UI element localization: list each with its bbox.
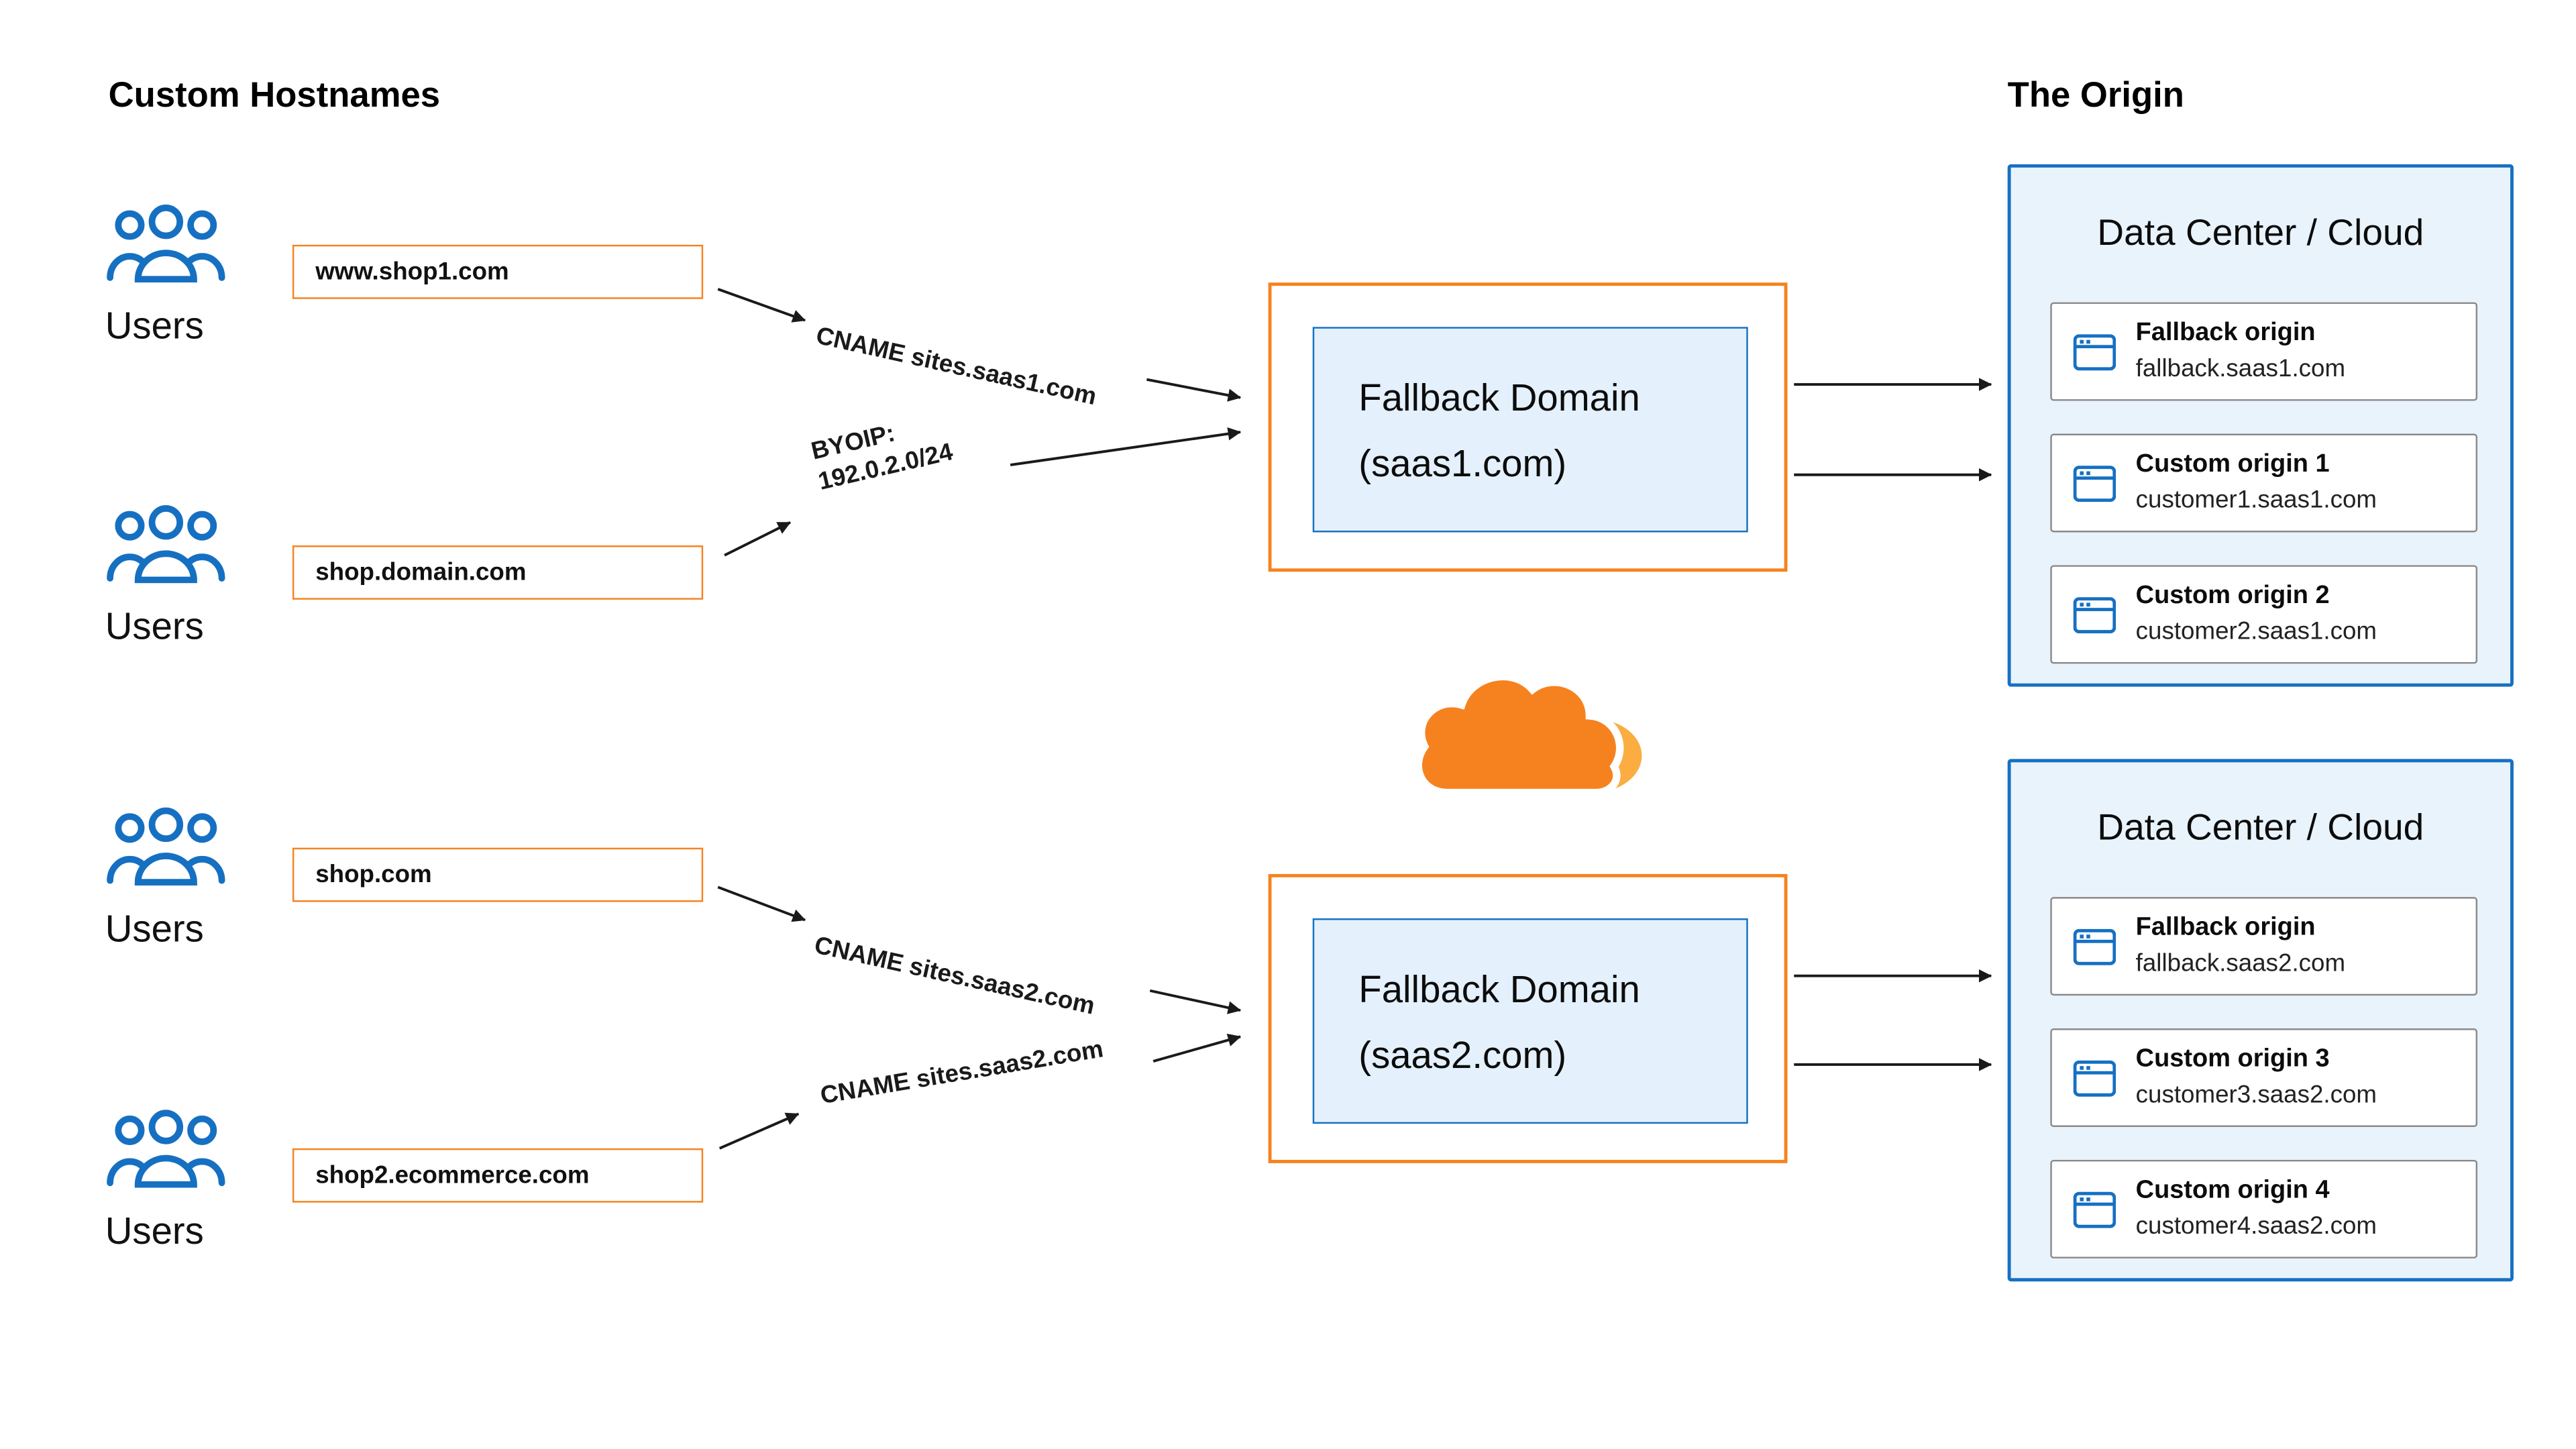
user-group-4: Users <box>105 1109 286 1254</box>
custom-hostnames-title: Custom Hostnames <box>108 75 441 115</box>
arrow-byoip-to-fallback1 <box>1010 427 1242 467</box>
data-center-title: Data Center / Cloud <box>2097 806 2424 848</box>
cloudflare-logo <box>1414 672 1642 797</box>
origin-name: Custom origin 4 <box>2135 1176 2330 1205</box>
fallback-domain-inner: Fallback Domain (saas1.com) <box>1312 327 1748 533</box>
arrow-cname2-to-fallback2 <box>1149 989 1242 1014</box>
origin-name: Fallback origin <box>2135 914 2316 942</box>
fallback-domain-box-saas1: Fallback Domain (saas1.com) <box>1268 282 1788 572</box>
arrow-shop-to-cname2 <box>717 885 806 922</box>
fallback-domain-inner: Fallback Domain (saas2.com) <box>1312 918 1748 1124</box>
origin-name: Fallback origin <box>2135 319 2316 347</box>
origin-text: Custom origin 1 customer1.saas1.com <box>2136 451 2377 516</box>
fallback-domain-title: Fallback Domain <box>1358 967 1640 1010</box>
origin-text: Fallback origin fallback.saas1.com <box>2136 319 2345 384</box>
users-icon <box>105 806 227 885</box>
users-label: Users <box>105 304 204 347</box>
data-center-1: Data Center / Cloud Fallback origin fall… <box>2007 164 2514 687</box>
origin-text: Fallback origin fallback.saas2.com <box>2136 914 2345 979</box>
arrow-shop1-to-cname <box>717 288 806 323</box>
users-label: Users <box>105 604 204 647</box>
browser-icon <box>2074 464 2116 502</box>
fallback-domain-title: Fallback Domain <box>1358 375 1640 419</box>
origin-card-fallback: Fallback origin fallback.saas2.com <box>2050 897 2478 996</box>
origin-card-custom-1: Custom origin 1 customer1.saas1.com <box>2050 433 2478 533</box>
origin-host: customer2.saas1.com <box>2135 617 2377 645</box>
origin-card-custom-3: Custom origin 3 customer3.saas2.com <box>2050 1028 2478 1128</box>
arrow-cname-to-fallback1 <box>1146 378 1242 402</box>
browser-icon <box>2074 1059 2116 1096</box>
origin-text: Custom origin 4 customer4.saas2.com <box>2136 1177 2377 1242</box>
origin-host: fallback.saas1.com <box>2135 354 2346 383</box>
fallback-domain-name: (saas1.com) <box>1358 441 1567 484</box>
browser-icon <box>2074 927 2116 965</box>
origin-host: customer1.saas1.com <box>2135 486 2377 515</box>
data-center-title: Data Center / Cloud <box>2097 211 2424 254</box>
data-center-2: Data Center / Cloud Fallback origin fall… <box>2007 759 2514 1282</box>
origin-card-fallback: Fallback origin fallback.saas1.com <box>2050 302 2478 401</box>
user-group-3: Users <box>105 806 286 951</box>
user-group-1: Users <box>105 204 286 349</box>
arrow-shop2-to-cname2b <box>718 1112 800 1150</box>
origin-host: fallback.saas2.com <box>2135 949 2346 977</box>
fallback-domain-name: (saas2.com) <box>1358 1032 1567 1075</box>
origin-text: Custom origin 2 customer2.saas1.com <box>2136 582 2377 647</box>
origin-card-custom-2: Custom origin 2 customer2.saas1.com <box>2050 565 2478 664</box>
users-icon <box>105 504 227 584</box>
arrow-cname2b-to-fallback2 <box>1152 1033 1242 1063</box>
origin-host: customer3.saas2.com <box>2135 1080 2377 1109</box>
users-label: Users <box>105 906 204 950</box>
browser-icon <box>2074 596 2116 633</box>
origin-name: Custom origin 2 <box>2135 582 2330 610</box>
hostname-box-shopdomain: shop.domain.com <box>292 545 704 600</box>
hostname-box-shop1: www.shop1.com <box>292 244 704 299</box>
arrow-shopdomain-to-byoip <box>724 521 792 557</box>
origin-name: Custom origin 1 <box>2135 450 2330 479</box>
origin-card-custom-4: Custom origin 4 customer4.saas2.com <box>2050 1159 2478 1258</box>
origin-host: customer4.saas2.com <box>2135 1212 2377 1240</box>
user-group-2: Users <box>105 504 286 649</box>
browser-icon <box>2074 1190 2116 1228</box>
users-icon <box>105 1109 227 1188</box>
users-label: Users <box>105 1209 204 1252</box>
hostname-box-shop2: shop2.ecommerce.com <box>292 1148 704 1203</box>
browser-icon <box>2074 333 2116 370</box>
fallback-domain-box-saas2: Fallback Domain (saas2.com) <box>1268 873 1788 1163</box>
origin-title: The Origin <box>2007 75 2184 115</box>
users-icon <box>105 204 227 283</box>
origin-name: Custom origin 3 <box>2135 1045 2330 1073</box>
origin-text: Custom origin 3 customer3.saas2.com <box>2136 1045 2377 1110</box>
hostname-box-shop: shop.com <box>292 847 704 902</box>
